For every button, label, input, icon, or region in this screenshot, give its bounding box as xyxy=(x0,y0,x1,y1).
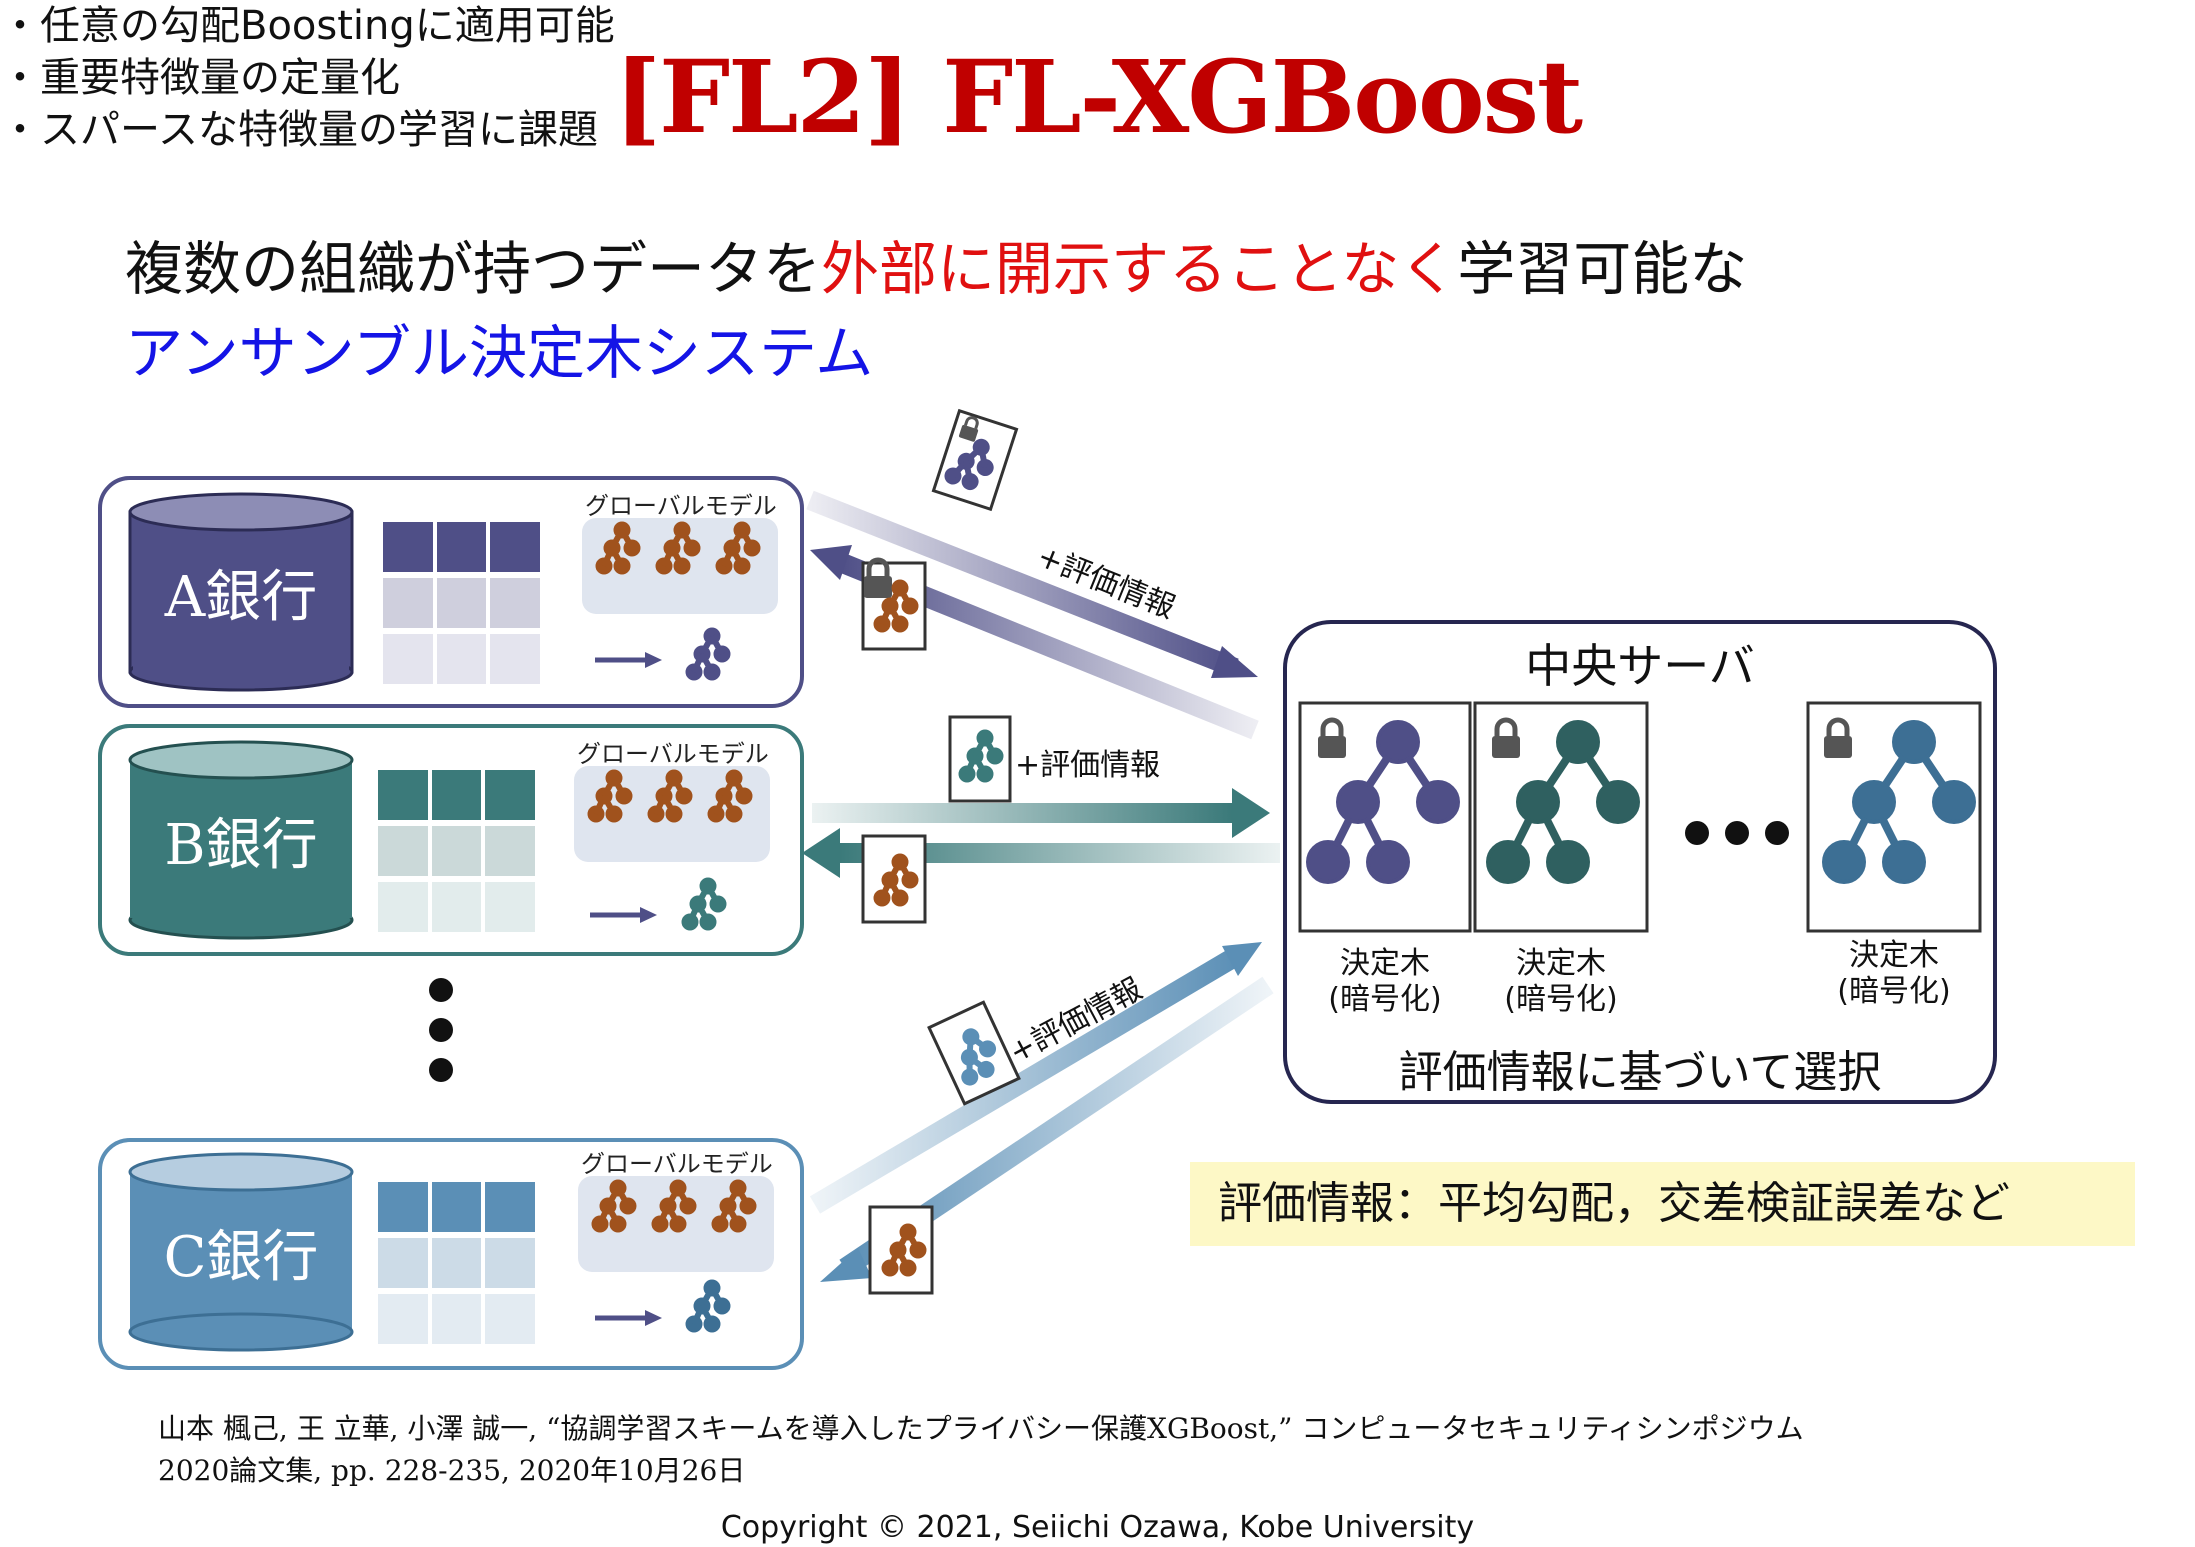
database-icon xyxy=(128,492,354,692)
feature-item: ・スパースな特徴量の学習に課題 xyxy=(0,107,598,153)
server-caption: 評価情報に基づいて選択 xyxy=(1398,1047,1882,1098)
arrow-server-to-b xyxy=(802,828,1280,878)
data-table-icon xyxy=(378,770,535,932)
more-trees-ellipsis xyxy=(1685,821,1789,845)
arrow-c-to-server xyxy=(809,942,1262,1214)
bank-b-panel xyxy=(98,724,804,956)
central-server-panel xyxy=(1283,620,1997,1104)
packet-a-down xyxy=(861,560,927,651)
bank-a-label: A銀行 xyxy=(164,565,318,630)
citation-line: 2020論文集, pp. 228-235, 2020年10月26日 xyxy=(158,1454,746,1487)
packet-c-down xyxy=(868,1205,934,1295)
bank-a-panel xyxy=(98,476,804,708)
more-banks-ellipsis xyxy=(429,978,453,1082)
global-model-label: グローバルモデル xyxy=(581,1150,773,1178)
eval-definition-box: 評価情報：平均勾配，交差検証誤差など xyxy=(1190,1162,2135,1246)
packet-b-up xyxy=(948,715,1012,803)
citation-line: 山本 楓己, 王 立華, 小澤 誠一, “協調学習スキームを導入したプライバシー… xyxy=(158,1412,1804,1445)
feature-list: ・任意の勾配Boostingに適用可能 ・重要特徴量の定量化 ・スパースな特徴量… xyxy=(0,0,2195,156)
local-arrow-icon xyxy=(595,1310,662,1326)
data-table-icon xyxy=(378,1182,535,1344)
tree-caption-line: (暗号化) xyxy=(1504,982,1618,1017)
citation: 山本 楓己, 王 立華, 小澤 誠一, “協調学習スキームを導入したプライバシー… xyxy=(158,1408,1804,1492)
bank-c-panel xyxy=(98,1138,804,1370)
tree-caption: 決定木 (暗号化) xyxy=(1486,946,1636,1018)
server-title: 中央サーバ xyxy=(1525,639,1755,693)
bank-c-label: C銀行 xyxy=(163,1225,319,1290)
tree-caption-line: (暗号化) xyxy=(1837,974,1951,1009)
tree-caption-line: 決定木 xyxy=(1849,938,1939,973)
feature-item: ・重要特徴量の定量化 xyxy=(0,55,400,101)
local-arrow-icon xyxy=(595,652,662,668)
tree-caption-line: 決定木 xyxy=(1516,946,1606,981)
packet-b-down xyxy=(861,834,927,924)
arrow-b-to-server xyxy=(812,788,1270,838)
subtitle-line-1: 複数の組織が持つデータを外部に開示することなく学習可能な xyxy=(125,222,1747,306)
tree-caption: 決定木 (暗号化) xyxy=(1819,938,1969,1010)
arrow-a-to-server xyxy=(806,490,1258,678)
bank-b-label: B銀行 xyxy=(164,813,318,878)
data-table-icon xyxy=(383,522,540,684)
subtitle-line-2: アンサンブル決定木システム xyxy=(125,319,874,387)
copyright: Copyright © 2021, Seiichi Ozawa, Kobe Un… xyxy=(720,1510,1475,1545)
subtitle-part-1: 複数の組織が持つデータを xyxy=(125,235,822,303)
feature-item: ・任意の勾配Boostingに適用可能 xyxy=(0,3,615,49)
database-icon xyxy=(128,740,354,940)
tree-caption: 決定木 (暗号化) xyxy=(1310,946,1460,1018)
tree-caption-line: 決定木 xyxy=(1340,946,1430,981)
packet-a-up xyxy=(931,408,1019,512)
tree-caption-line: (暗号化) xyxy=(1328,982,1442,1017)
local-arrow-icon xyxy=(590,907,657,923)
subtitle-part-2: 学習可能な xyxy=(1457,235,1748,303)
database-icon xyxy=(128,1152,354,1352)
eval-info-tag: +評価情報 xyxy=(1015,748,1161,783)
subtitle-highlight: 外部に開示することなく xyxy=(821,235,1458,303)
global-model-label: グローバルモデル xyxy=(577,740,769,768)
global-model-label: グローバルモデル xyxy=(585,492,777,520)
page-title: [FL2] FL-XGBoost xyxy=(613,38,1583,156)
packet-c-up xyxy=(927,1000,1021,1106)
